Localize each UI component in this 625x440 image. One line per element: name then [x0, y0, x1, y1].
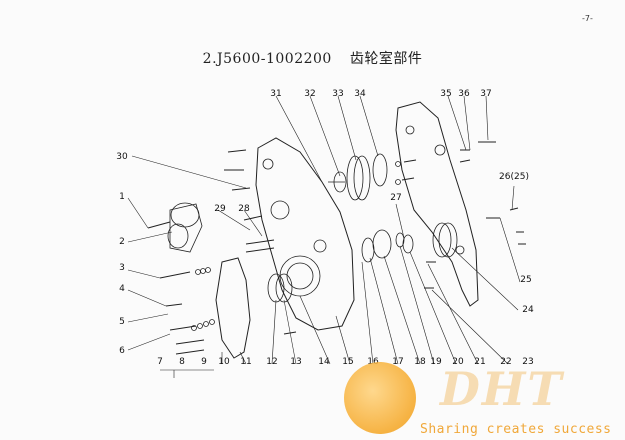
callout-label: 19: [430, 357, 442, 367]
callout-label: 28: [238, 204, 250, 214]
callout-label: 29: [214, 204, 226, 214]
callout-label: 21: [474, 357, 486, 367]
callout-label: 33: [332, 89, 344, 99]
tensioner-part: [167, 202, 203, 253]
watermark-logo-letters: DHT: [440, 362, 564, 416]
leader-lines: [127, 95, 521, 378]
callout-label: 6: [119, 346, 125, 356]
seal-ring-34-part: [372, 153, 388, 187]
callout-label: 35: [440, 89, 452, 99]
callout-label: 22: [500, 357, 512, 367]
callout-label: 27: [390, 193, 402, 203]
callout-label: 32: [304, 89, 316, 99]
callout-label: 11: [240, 357, 252, 367]
callout-label: 12: [266, 357, 278, 367]
callout-label: 13: [290, 357, 302, 367]
gear-housing-part: [255, 137, 355, 331]
watermark-slogan: Sharing creates success: [420, 422, 612, 437]
title-part-name: 齿轮室部件: [349, 51, 423, 67]
callout-label: 14: [318, 357, 330, 367]
callout-label: 17: [392, 357, 404, 367]
callout-label: 36: [458, 89, 470, 99]
title-part-code: 2.J5600-1002200: [202, 51, 332, 67]
watermark: DHT Sharing creates success: [344, 360, 625, 440]
callout-label: 24: [522, 305, 534, 315]
callout-label: 20: [452, 357, 464, 367]
callout-label: 10: [218, 357, 230, 367]
callout-label: 25: [520, 275, 532, 285]
callout-label: 3: [119, 263, 125, 273]
callout-label: 34: [354, 89, 366, 99]
callout-label: 9: [201, 357, 207, 367]
callout-label: 26(25): [499, 172, 529, 182]
callout-label: 30: [116, 152, 128, 162]
callout-label: 8: [179, 357, 185, 367]
front-cover-part: [215, 257, 251, 359]
callout-label: 31: [270, 89, 282, 99]
callout-label: 1: [119, 192, 125, 202]
callout-label: 37: [480, 89, 492, 99]
callout-label: 7: [157, 357, 163, 367]
callout-label: 15: [342, 357, 354, 367]
idler-gear-part: [432, 222, 458, 258]
gear-33-part: [328, 155, 371, 201]
gear-cover-plate-part: [395, 101, 479, 307]
page-title: 2.J5600-1002200 齿轮室部件: [0, 48, 625, 68]
callout-label: 4: [119, 284, 125, 294]
watermark-logo-circle: [344, 362, 416, 434]
page-number: -7-: [582, 14, 593, 23]
callout-label: 5: [119, 317, 125, 327]
callout-label: 2: [119, 237, 125, 247]
callout-label: 18: [414, 357, 426, 367]
callout-label: 23: [522, 357, 534, 367]
washer-group: [191, 161, 401, 331]
